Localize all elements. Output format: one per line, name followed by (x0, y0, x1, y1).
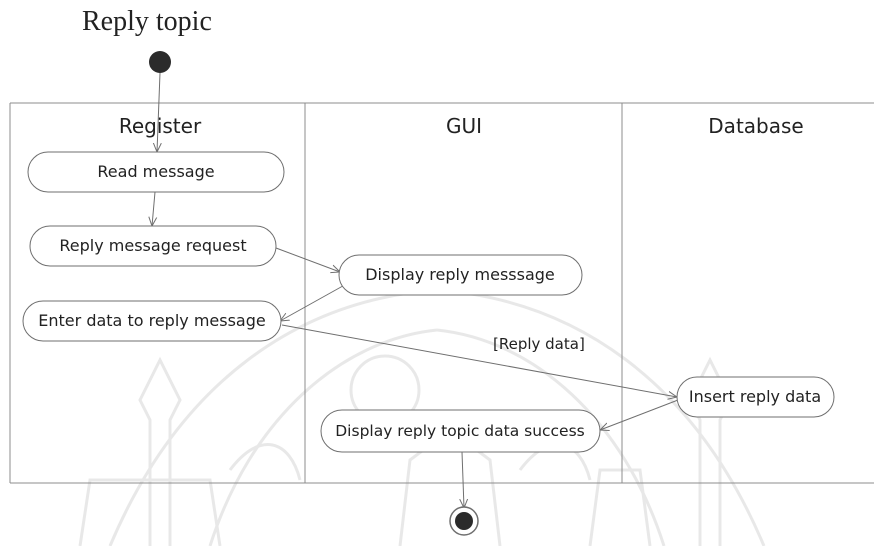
node-label: Display reply topic data success (335, 422, 585, 440)
swimlane-frame (9, 102, 874, 484)
edge-enter-to-insert (281, 324, 677, 397)
start-node (149, 51, 171, 73)
node-label: Reply message request (59, 236, 246, 255)
edge-read-to-request (152, 191, 155, 226)
lane-title-database: Database (708, 114, 803, 138)
activity-enter-data: Enter data to reply message (22, 300, 282, 342)
edge-start-to-read (157, 72, 160, 152)
node-label: Read message (97, 162, 214, 181)
diagram-title: Reply topic (82, 6, 212, 37)
node-label: Insert reply data (689, 387, 821, 406)
activity-reply-message-request: Reply message request (29, 225, 277, 267)
edge-request-to-display (275, 247, 340, 272)
node-label: Enter data to reply message (38, 311, 265, 330)
lane-title-gui: GUI (446, 114, 482, 138)
transitions (152, 72, 679, 508)
activity-display-reply-message: Display reply messsage (338, 254, 583, 296)
edge-insert-to-success (600, 399, 679, 430)
activity-insert-reply-data: Insert reply data (676, 376, 835, 418)
lane-title-register: Register (119, 114, 202, 138)
node-label: Display reply messsage (365, 265, 555, 284)
end-node (449, 506, 479, 536)
activity-read-message: Read message (27, 151, 285, 193)
edge-success-to-end (462, 451, 464, 508)
activity-display-success: Display reply topic data success (320, 409, 601, 453)
guard-reply-data: [Reply data] (493, 335, 585, 353)
edge-display-to-enter (280, 281, 351, 321)
